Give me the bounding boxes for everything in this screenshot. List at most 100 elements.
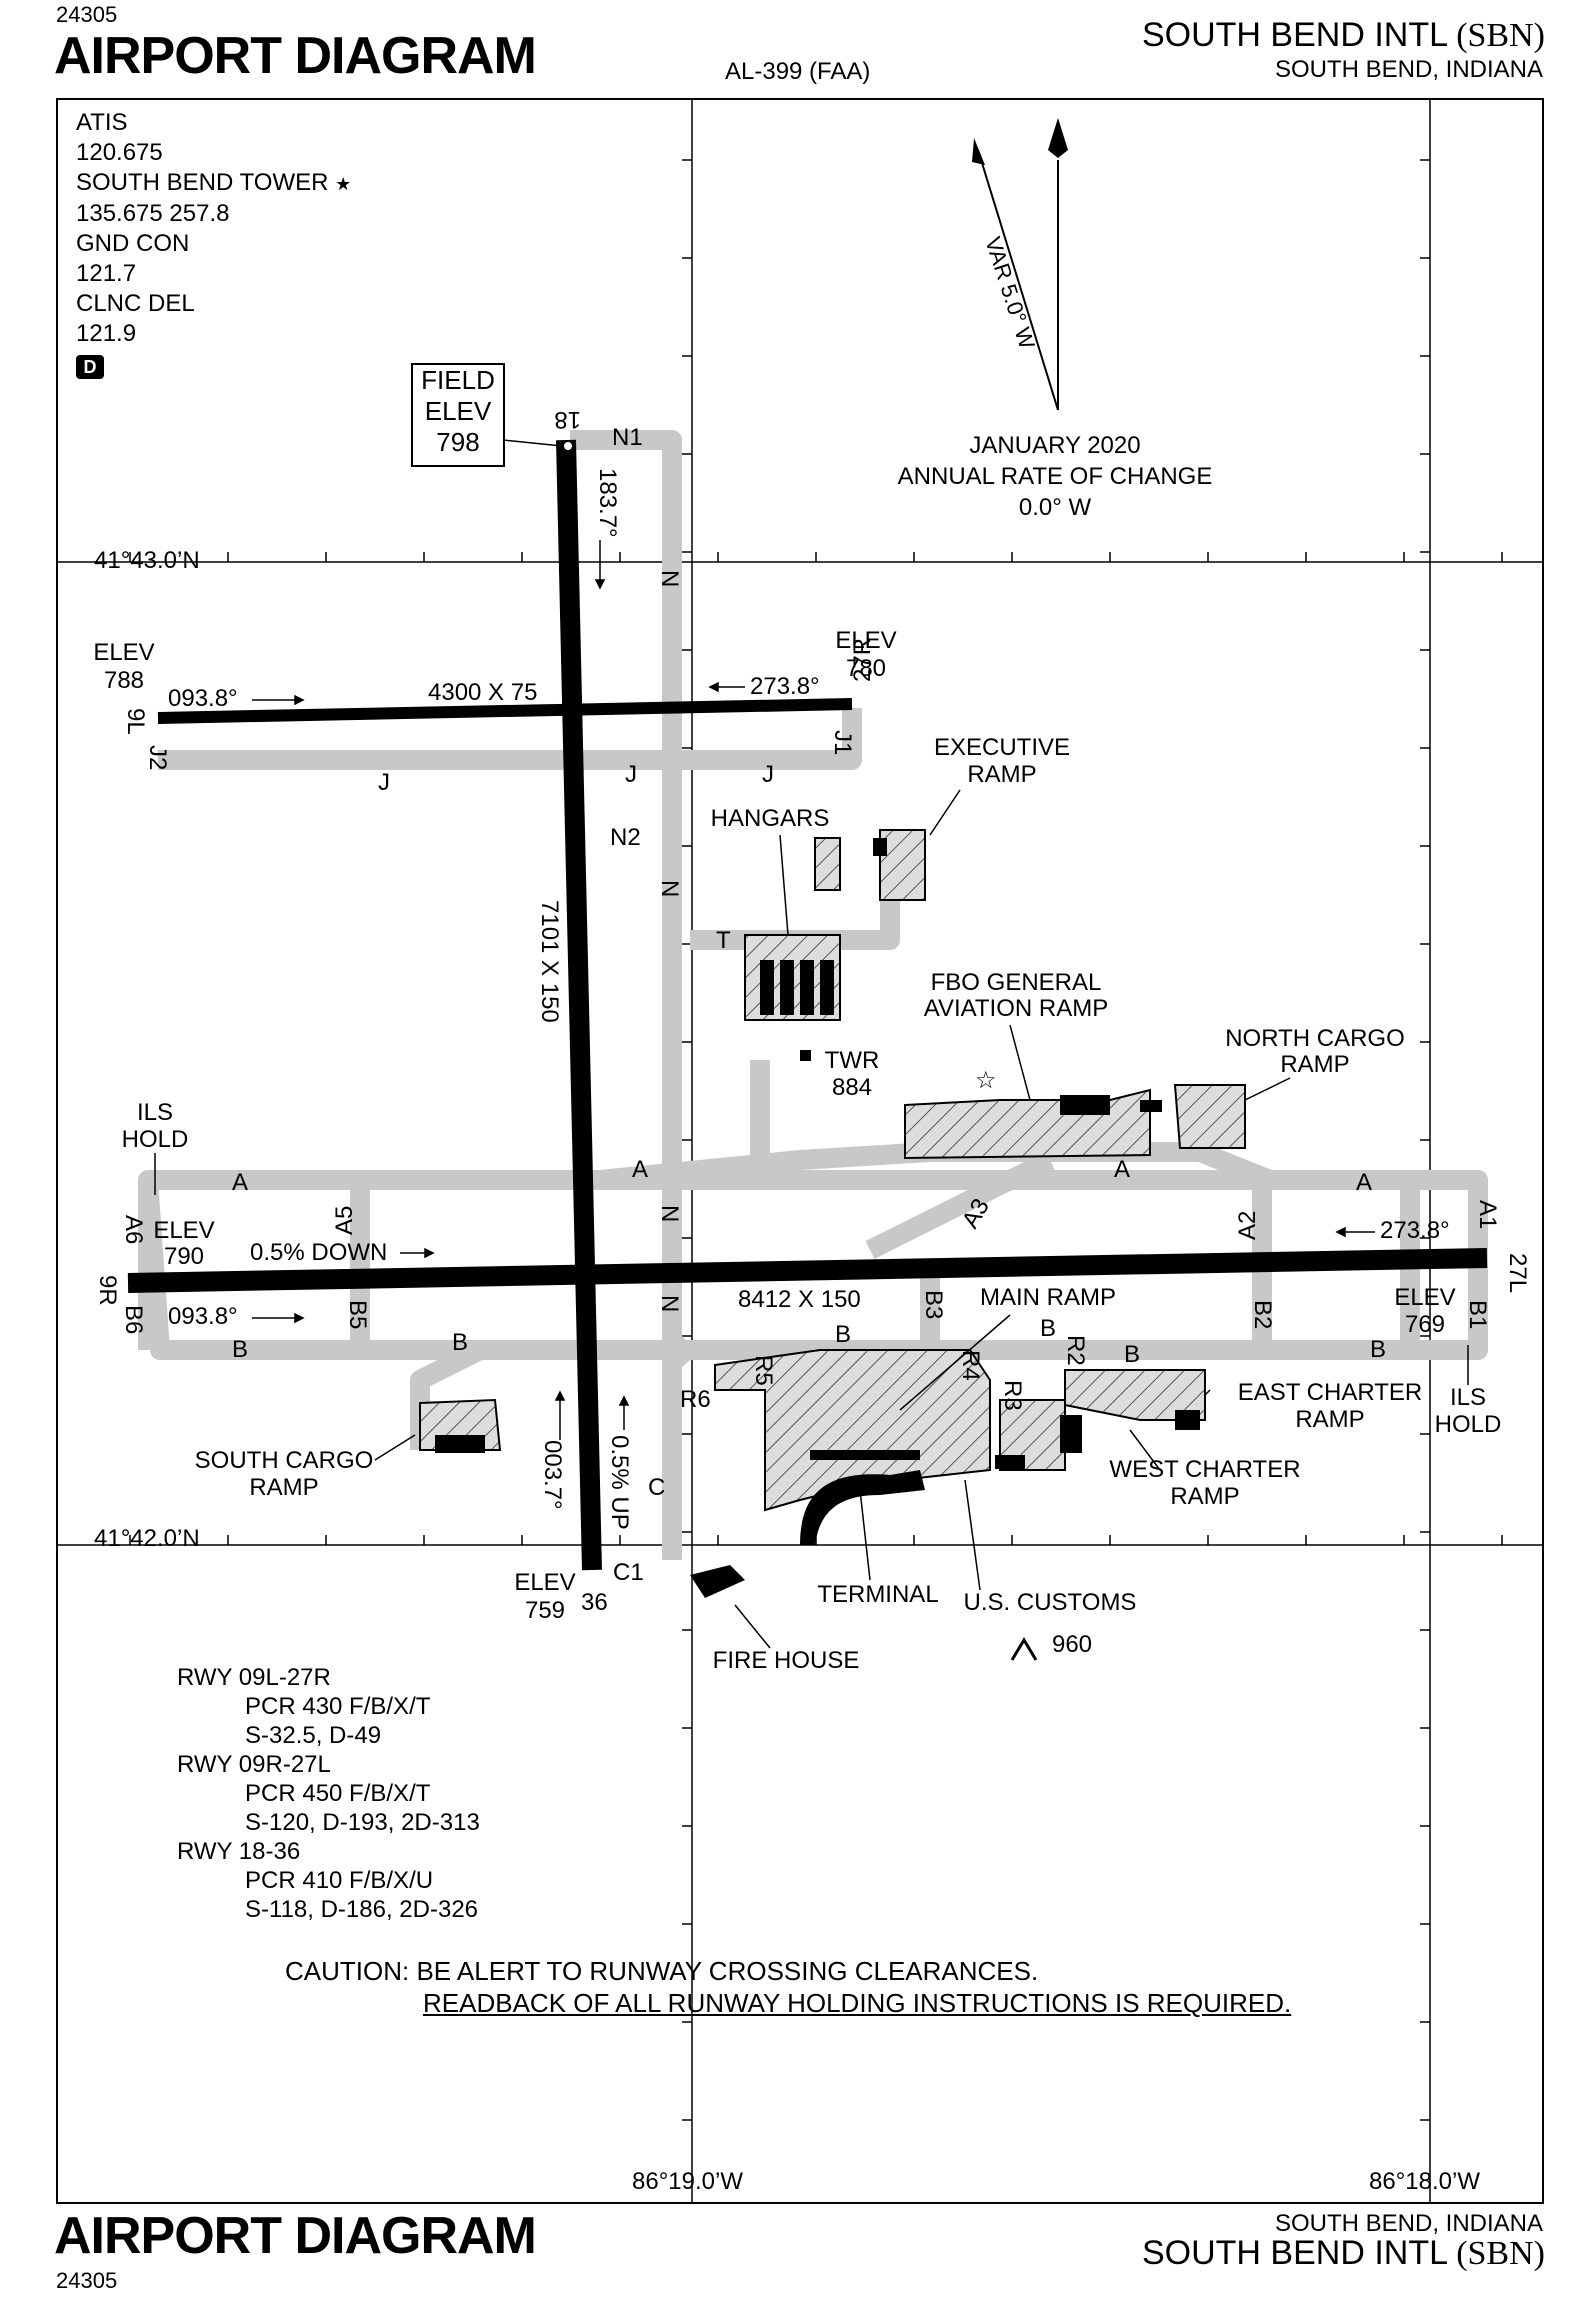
taxiway-R3: R3 <box>999 1380 1026 1411</box>
footer-airport-name: SOUTH BEND INTL (SBN) <box>1142 2234 1545 2273</box>
elev-9L-label: ELEV <box>93 639 154 666</box>
customs-building <box>995 1455 1025 1469</box>
taxiway-R5: R5 <box>750 1355 777 1386</box>
field-elev-leader <box>502 439 563 447</box>
elev-9L-value: 788 <box>104 667 144 694</box>
east-charter-ramp <box>1064 1369 1206 1421</box>
runway-9L-27R-dimensions: 4300 X 75 <box>428 679 537 706</box>
mag-date: JANUARY 2020 <box>969 432 1141 459</box>
rwy3-label: RWY 18-36 <box>177 1838 301 1865</box>
terminal-label: TERMINAL <box>817 1581 938 1608</box>
taxiways <box>138 430 1488 1560</box>
tower-marker <box>800 1050 811 1061</box>
elev-36-value: 759 <box>525 1597 565 1624</box>
fire-house-building <box>690 1565 745 1598</box>
atis-label: ATIS <box>76 109 128 136</box>
taxiway-J2: J2 <box>144 745 171 770</box>
taxiway-B-3: B <box>835 1321 851 1348</box>
runway-9L-27R <box>157 698 853 724</box>
rwy2-weight: S-120, D-193, 2D-313 <box>245 1809 480 1836</box>
north-cargo-label-1: NORTH CARGO <box>1225 1025 1405 1052</box>
terminal-concourse <box>800 1470 925 1545</box>
page-title: AIRPORT DIAGRAM <box>54 27 537 85</box>
mag-rate-value: 0.0° W <box>1018 494 1092 521</box>
executive-ramp-label-1: EXECUTIVE <box>934 734 1070 761</box>
city-state: SOUTH BEND, INDIANA <box>1274 56 1543 83</box>
runway-9R-27L-dimensions: 8412 X 150 <box>738 1286 861 1313</box>
leader-lines <box>154 789 1469 1649</box>
gradient-up: 0.5% UP <box>606 1435 633 1530</box>
taxiway-labels: N1 N2 N N N N J J J J1 J2 T A A A A A1 A… <box>120 424 1501 1586</box>
runway-9L-label: 9L <box>122 708 149 735</box>
diagram-frame <box>56 98 1544 2204</box>
footer-cycle: 24305 <box>56 2268 118 2293</box>
taxiway-B-2: B <box>452 1329 468 1356</box>
grid-lines <box>56 98 1544 2204</box>
lon-west-label: 86°19.0’W <box>628 2168 747 2196</box>
runway-18-36 <box>556 439 602 1571</box>
elev-27L-value: 769 <box>1405 1311 1445 1338</box>
heading-093-top: 093.8° <box>168 685 238 712</box>
magnetic-north-arrow-icon <box>972 138 1059 411</box>
rwy1-weight: S-32.5, D-49 <box>245 1722 382 1749</box>
field-elev-value: 798 <box>436 427 480 457</box>
taxiway-N1: N1 <box>612 424 643 451</box>
pavement-notes: RWY 09L-27R PCR 430 F/B/X/T S-32.5, D-49… <box>177 1663 480 1924</box>
taxiway-T: T <box>716 927 731 954</box>
main-ramp-label: MAIN RAMP <box>980 1284 1116 1311</box>
fbo-label-1: FBO GENERAL <box>931 969 1102 996</box>
field-elevation-point <box>562 440 574 452</box>
airport-name: SOUTH BEND INTL (SBN) <box>1142 16 1545 55</box>
customs-label: U.S. CUSTOMS <box>964 1589 1137 1616</box>
taxiway-B3: B3 <box>920 1290 947 1319</box>
runway-27R-label: 27R <box>849 638 876 682</box>
runway-labels: 18 36 9L 27R 9R 27L 183.7° 003.7° 7101 X… <box>94 406 1531 1616</box>
executive-ramp-label-2: RAMP <box>967 761 1036 788</box>
taxiway-A6: A6 <box>120 1215 147 1244</box>
taxiway-N-4: N <box>656 1295 683 1312</box>
tower-label: SOUTH BEND TOWER <box>76 169 329 196</box>
gnd-label: GND CON <box>76 230 190 257</box>
runway-9R-27L <box>127 1248 1488 1293</box>
footer-airport-id: (SBN) <box>1456 2235 1545 2272</box>
fbo-building <box>1060 1095 1110 1115</box>
north-cargo-building <box>1140 1100 1162 1112</box>
beacon-star-icon: ☆ <box>975 1066 997 1094</box>
mag-rate-label: ANNUAL RATE OF CHANGE <box>897 463 1213 490</box>
taxiway-B-6: B <box>1370 1336 1386 1363</box>
east-charter-building <box>1175 1410 1200 1430</box>
west-charter-label-1: WEST CHARTER <box>1109 1456 1300 1483</box>
west-charter-ramp <box>999 1399 1066 1471</box>
lon-east-label: 86°18.0’W <box>1365 2168 1484 2196</box>
elev-36-label: ELEV <box>514 1569 575 1596</box>
clnc-freq: 121.9 <box>76 320 137 347</box>
taxiway-B2: B2 <box>1249 1300 1276 1329</box>
hangar-building <box>780 960 794 1015</box>
obstacle-icon <box>1010 1637 1038 1661</box>
rwy1-label: RWY 09L-27R <box>177 1664 331 1691</box>
frequency-block: ATIS 120.675 SOUTH BEND TOWER ★ 135.675 … <box>76 108 351 381</box>
tower-label: TWR <box>825 1047 880 1074</box>
hangars-label: HANGARS <box>711 805 830 832</box>
runway-18-label: 18 <box>554 406 581 433</box>
taxiway-R2: R2 <box>1062 1335 1089 1366</box>
ils-hold-left-2: HOLD <box>122 1126 189 1153</box>
atis-freq: 120.675 <box>76 139 163 166</box>
taxiway-J-2: J <box>625 761 637 788</box>
elevation-labels: ELEV 788 ELEV 780 ELEV 790 ELEV 769 ELEV… <box>93 627 1455 1624</box>
taxiway-N-3: N <box>656 1205 683 1222</box>
west-charter-label-2: RAMP <box>1170 1483 1239 1510</box>
footer-title: AIRPORT DIAGRAM <box>54 2207 537 2265</box>
elev-9R-label: ELEV <box>153 1217 214 1244</box>
airspace-class-badge: D <box>76 355 104 379</box>
taxiway-J-1: J <box>378 769 390 796</box>
heading-273-top: 273.8° <box>750 673 820 700</box>
south-cargo-label-1: SOUTH CARGO <box>195 1447 374 1474</box>
taxiway-R4: R4 <box>957 1350 984 1381</box>
ils-hold-left-1: ILS <box>137 1099 173 1126</box>
taxiway-B5: B5 <box>344 1300 371 1329</box>
tower-line: SOUTH BEND TOWER ★ <box>76 168 351 199</box>
taxiway-B1: B1 <box>1464 1300 1491 1329</box>
taxiway-N2: N2 <box>610 824 641 851</box>
